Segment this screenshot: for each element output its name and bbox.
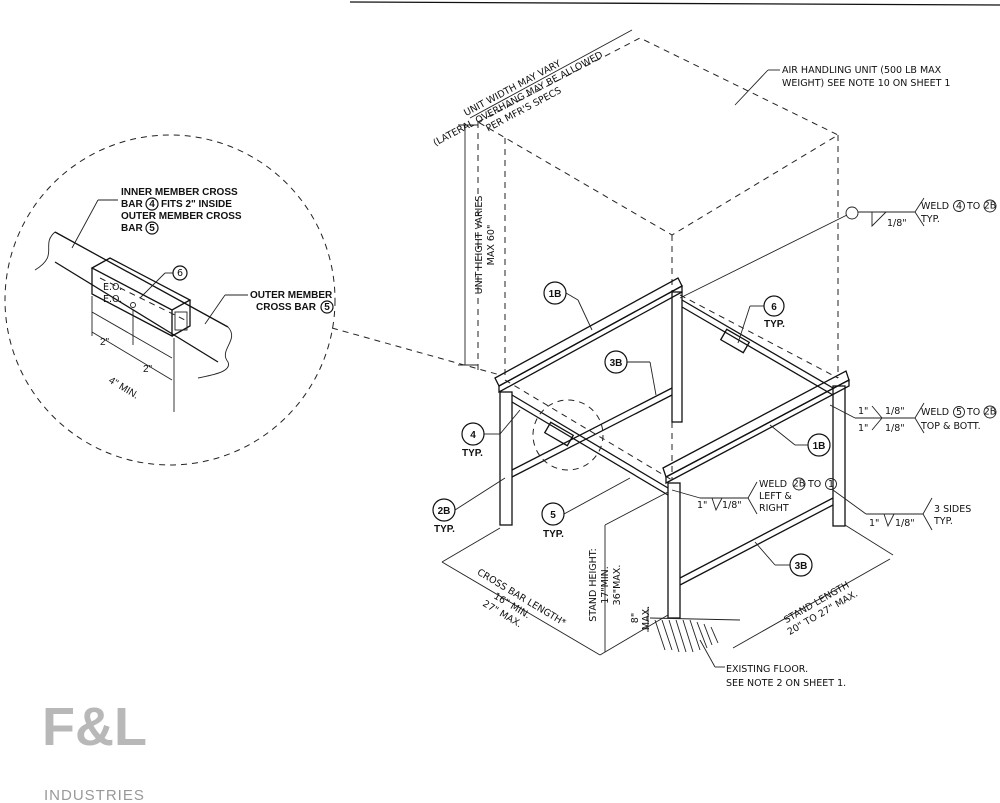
- svg-text:WELD: WELD: [921, 201, 949, 212]
- svg-text:8": 8": [630, 613, 641, 623]
- svg-text:1/8": 1/8": [895, 518, 915, 529]
- svg-text:6: 6: [771, 302, 777, 313]
- svg-text:1/8": 1/8": [887, 218, 907, 229]
- callout-2B-typ: 2B TYP.: [432, 477, 506, 535]
- svg-text:2": 2": [143, 364, 153, 375]
- weld-symbol-2B-to-1: 1" 1/8" WELD 2B TO 1 LEFT & RIGHT: [671, 477, 837, 515]
- svg-text:5: 5: [324, 302, 330, 313]
- svg-text:STAND HEIGHT:: STAND HEIGHT:: [588, 548, 599, 621]
- callout-4-typ: 4 TYP.: [461, 409, 521, 459]
- svg-text:F&L: F&L: [42, 697, 147, 757]
- existing-floor-note: EXISTING FLOOR. SEE NOTE 2 ON SHEET 1.: [726, 664, 846, 689]
- svg-text:1": 1": [858, 423, 868, 434]
- svg-text:2B: 2B: [984, 201, 997, 212]
- svg-text:E.O.: E.O.: [103, 294, 122, 305]
- svg-text:3B: 3B: [610, 358, 623, 369]
- svg-text:RIGHT: RIGHT: [759, 503, 789, 514]
- svg-text:UNIT HEIGHT VARIES: UNIT HEIGHT VARIES: [474, 196, 485, 295]
- svg-text:TYP.: TYP.: [434, 524, 455, 535]
- svg-text:WEIGHT) SEE NOTE 10 ON SHEET 1: WEIGHT) SEE NOTE 10 ON SHEET 1: [782, 78, 950, 89]
- svg-text:5: 5: [149, 223, 155, 234]
- svg-text:5: 5: [550, 510, 556, 521]
- svg-text:TO: TO: [966, 201, 980, 212]
- svg-text:4: 4: [956, 201, 962, 212]
- svg-text:SEE NOTE 2 ON SHEET 1.: SEE NOTE 2 ON SHEET 1.: [726, 678, 846, 689]
- svg-text:2": 2": [100, 337, 110, 348]
- svg-text:TOP & BOTT.: TOP & BOTT.: [920, 421, 981, 432]
- weld-symbol-3-sides: 1" 1/8" 3 SIDES TYP.: [832, 489, 971, 531]
- svg-text:2B: 2B: [984, 407, 997, 418]
- svg-text:CROSS BAR: CROSS BAR: [256, 302, 317, 313]
- svg-text:MAX 60": MAX 60": [486, 225, 497, 266]
- svg-text:WELD: WELD: [921, 407, 949, 418]
- svg-text:EXISTING FLOOR.: EXISTING FLOOR.: [726, 664, 808, 675]
- svg-text:4: 4: [470, 430, 476, 441]
- svg-text:FITS 2" INSIDE: FITS 2" INSIDE: [161, 199, 232, 210]
- cross-bar-length-note: CROSS BAR LENGTH* 16" MIN. 27" MAX.: [475, 567, 568, 630]
- unit-height-note: UNIT HEIGHT VARIES MAX 60": [474, 196, 497, 295]
- svg-text:2B: 2B: [793, 479, 806, 490]
- stand-frame: [494, 277, 850, 619]
- svg-text:2B: 2B: [438, 506, 451, 517]
- svg-text:1": 1": [869, 518, 879, 529]
- svg-text:1B: 1B: [549, 289, 562, 300]
- svg-text:INDUSTRIES: INDUSTRIES: [44, 787, 145, 803]
- svg-text:4" MIN.: 4" MIN.: [106, 375, 140, 401]
- callout-1B-left: 1B: [543, 281, 593, 331]
- svg-text:1/8": 1/8": [885, 406, 905, 417]
- detail-marker-circle: [532, 399, 604, 471]
- weld-symbol-5-to-2B: 1" 1/8" 1" 1/8" WELD 5 TO 2B TOP & BOTT.: [829, 402, 997, 434]
- svg-text:OUTER MEMBER: OUTER MEMBER: [250, 290, 333, 301]
- callout-3B-upper: 3B: [604, 350, 657, 396]
- svg-text:6: 6: [177, 268, 183, 279]
- svg-text:AIR HANDLING UNIT (500 LB MAX: AIR HANDLING UNIT (500 LB MAX: [782, 65, 942, 76]
- svg-text:1: 1: [828, 479, 834, 490]
- svg-text:TYP.: TYP.: [764, 319, 785, 330]
- svg-text:E.O.: E.O.: [103, 282, 122, 293]
- svg-text:1B: 1B: [813, 441, 826, 452]
- weld-symbol-4-to-2B: 1/8" WELD 4 TO 2B TYP.: [679, 197, 997, 299]
- svg-text:BAR: BAR: [121, 199, 143, 210]
- floor-gap-note: 8" MAX.: [630, 606, 652, 630]
- svg-text:INNER MEMBER CROSS: INNER MEMBER CROSS: [121, 187, 238, 198]
- callout-3B-lower: 3B: [754, 541, 813, 577]
- svg-text:36"MAX.: 36"MAX.: [612, 565, 623, 606]
- stand-height-note: STAND HEIGHT: 17"MIN. 36"MAX.: [588, 548, 623, 621]
- svg-text:TYP.: TYP.: [462, 448, 483, 459]
- svg-text:TYP.: TYP.: [543, 529, 564, 540]
- air-handling-unit-note: AIR HANDLING UNIT (500 LB MAX WEIGHT) SE…: [734, 65, 950, 106]
- svg-text:17"MIN.: 17"MIN.: [600, 566, 611, 604]
- svg-text:TO: TO: [807, 479, 821, 490]
- svg-text:(LATERAL OVERHANG MAY BE ALLOW: (LATERAL OVERHANG MAY BE ALLOWED: [431, 50, 604, 149]
- svg-text:3 SIDES: 3 SIDES: [934, 504, 971, 515]
- callout-6-typ: 6 TYP.: [737, 295, 785, 344]
- svg-text:BAR: BAR: [121, 223, 143, 234]
- base-dimensions: [441, 491, 894, 668]
- unit-dimensions: [458, 29, 633, 366]
- svg-text:3B: 3B: [795, 561, 808, 572]
- existing-floor-hatch: [649, 617, 741, 653]
- detail-outer-member-note: OUTER MEMBER CROSS BAR 5: [250, 290, 334, 314]
- svg-text:TYP.: TYP.: [933, 516, 953, 527]
- svg-text:5: 5: [956, 407, 962, 418]
- svg-text:1": 1": [858, 406, 868, 417]
- stand-length-note: STAND LENGTH 20" TO 27" MAX.: [782, 580, 860, 638]
- fl-industries-logo: F&L INDUSTRIES: [42, 697, 147, 803]
- detail-leader: [331, 327, 501, 376]
- svg-text:MAX.: MAX.: [641, 606, 652, 630]
- svg-text:TYP.: TYP.: [920, 214, 940, 225]
- svg-text:OUTER MEMBER CROSS: OUTER MEMBER CROSS: [121, 211, 242, 222]
- svg-text:LEFT &: LEFT &: [759, 491, 792, 502]
- svg-text:TO: TO: [966, 407, 980, 418]
- callout-5-typ: 5 TYP.: [541, 477, 631, 540]
- callout-1B-right: 1B: [769, 424, 831, 457]
- svg-text:1/8": 1/8": [885, 423, 905, 434]
- border-line: [349, 1, 1000, 6]
- svg-text:1": 1": [697, 500, 707, 511]
- detail-inner-member-note: INNER MEMBER CROSS BAR 4 FITS 2" INSIDE …: [121, 187, 242, 235]
- svg-text:4: 4: [149, 199, 155, 210]
- svg-text:WELD: WELD: [759, 479, 787, 490]
- svg-text:1/8": 1/8": [722, 500, 742, 511]
